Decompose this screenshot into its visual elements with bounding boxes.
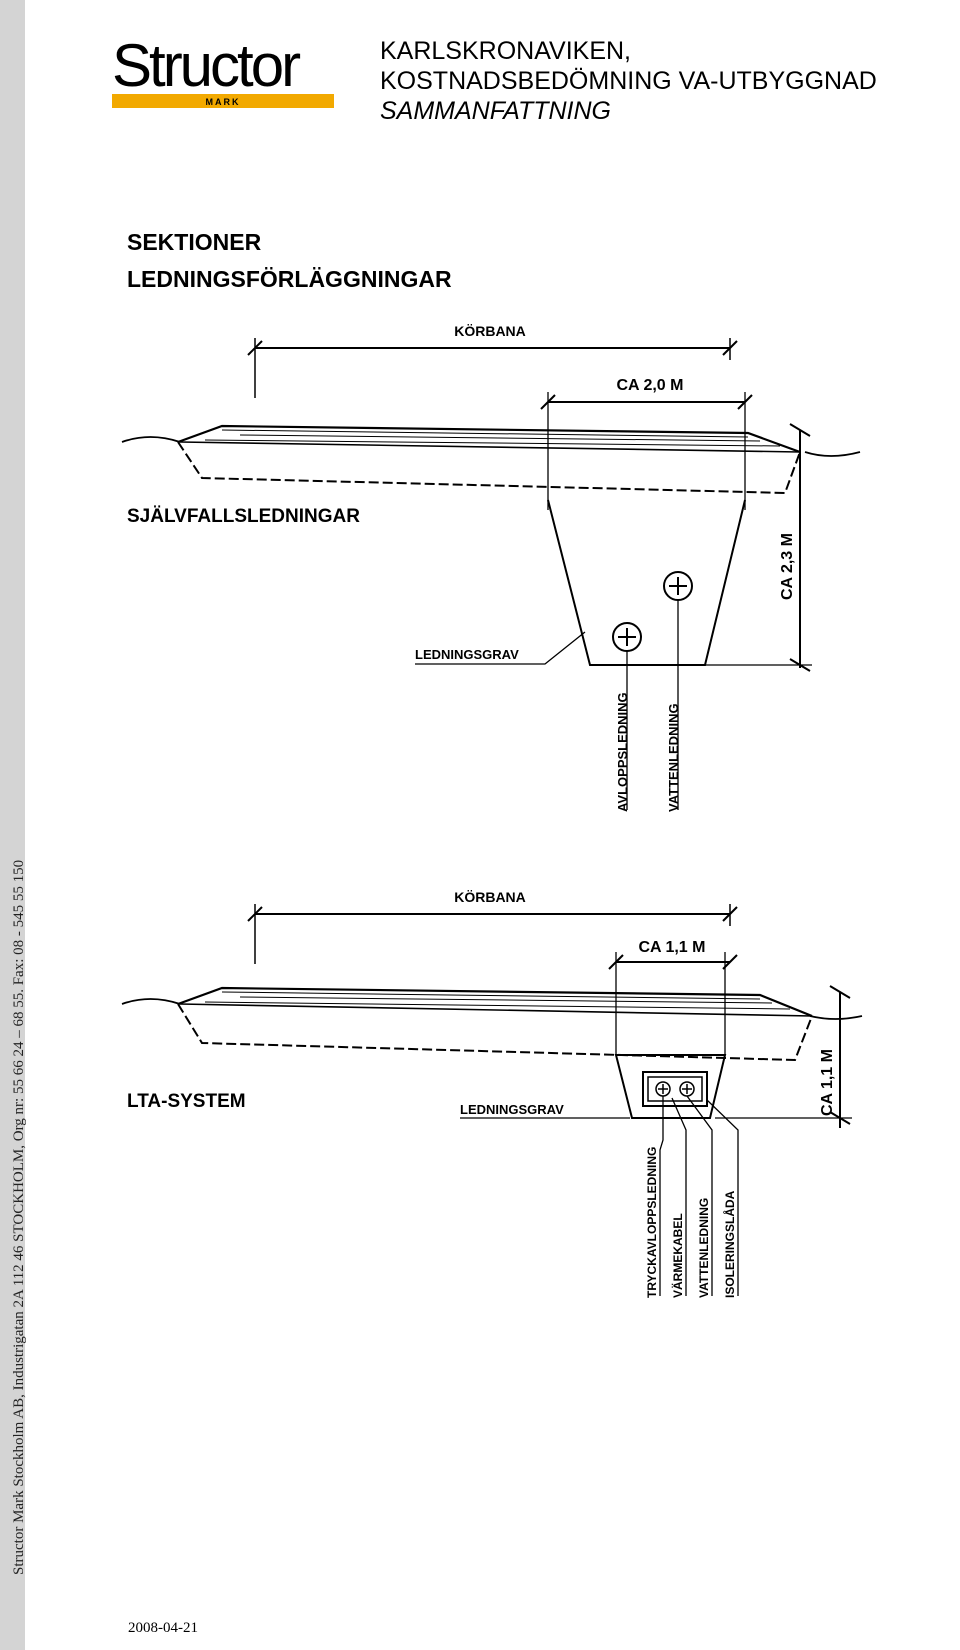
s1-pipe2-label: VATTENLEDNING [666, 703, 681, 812]
header-line1: KARLSKRONAVIKEN, [380, 37, 632, 65]
s1-pipe1-label: AVLOPPSLEDNING [615, 692, 630, 812]
s2-depth-label: CA 1,1 M [819, 1049, 836, 1116]
drawing-title2: LEDNINGSFÖRLÄGGNINGAR [127, 266, 452, 292]
s2-system-label: LTA-SYSTEM [127, 1091, 246, 1112]
s1-depth-label: CA 2,3 M [779, 533, 796, 600]
footer-date: 2008-04-21 [128, 1620, 198, 1636]
header-line3: SAMMANFATTNING [380, 97, 612, 125]
s2-road-label: KÖRBANA [454, 889, 526, 905]
section1 [121, 338, 861, 810]
logo-name: Structor [112, 32, 300, 99]
sidebar-strip: Structor Mark Stockholm AB, Industrigata… [0, 0, 27, 1650]
s2-trench-label: LEDNINGSGRAV [460, 1102, 564, 1117]
s1-system-label: SJÄLVFALLSLEDNINGAR [127, 506, 360, 527]
logo-bar [112, 94, 334, 108]
header-line2: KOSTNADSBEDÖMNING VA-UTBYGGNAD [380, 67, 877, 95]
s2-width-label: CA 1,1 M [639, 939, 706, 956]
document-header: KARLSKRONAVIKEN, KOSTNADSBEDÖMNING VA-UT… [380, 36, 877, 126]
s1-width-label: CA 2,0 M [617, 377, 684, 394]
s2-pipe3-label: VATTENLEDNING [697, 1198, 711, 1298]
structor-logo: Structor MARK [112, 32, 334, 116]
s1-road-label: KÖRBANA [454, 323, 526, 339]
s2-pipe2-label: VÄRMEKABEL [670, 1213, 685, 1298]
section2 [121, 904, 863, 1296]
logo-sub: MARK [206, 97, 241, 107]
drawing-title1: SEKTIONER [127, 229, 262, 255]
s2-pipe4-label: ISOLERINGSLÅDA [722, 1190, 737, 1298]
s2-pipe1-label: TRYCKAVLOPPSLEDNING [645, 1147, 659, 1298]
s1-trench-label: LEDNINGSGRAV [415, 647, 519, 662]
